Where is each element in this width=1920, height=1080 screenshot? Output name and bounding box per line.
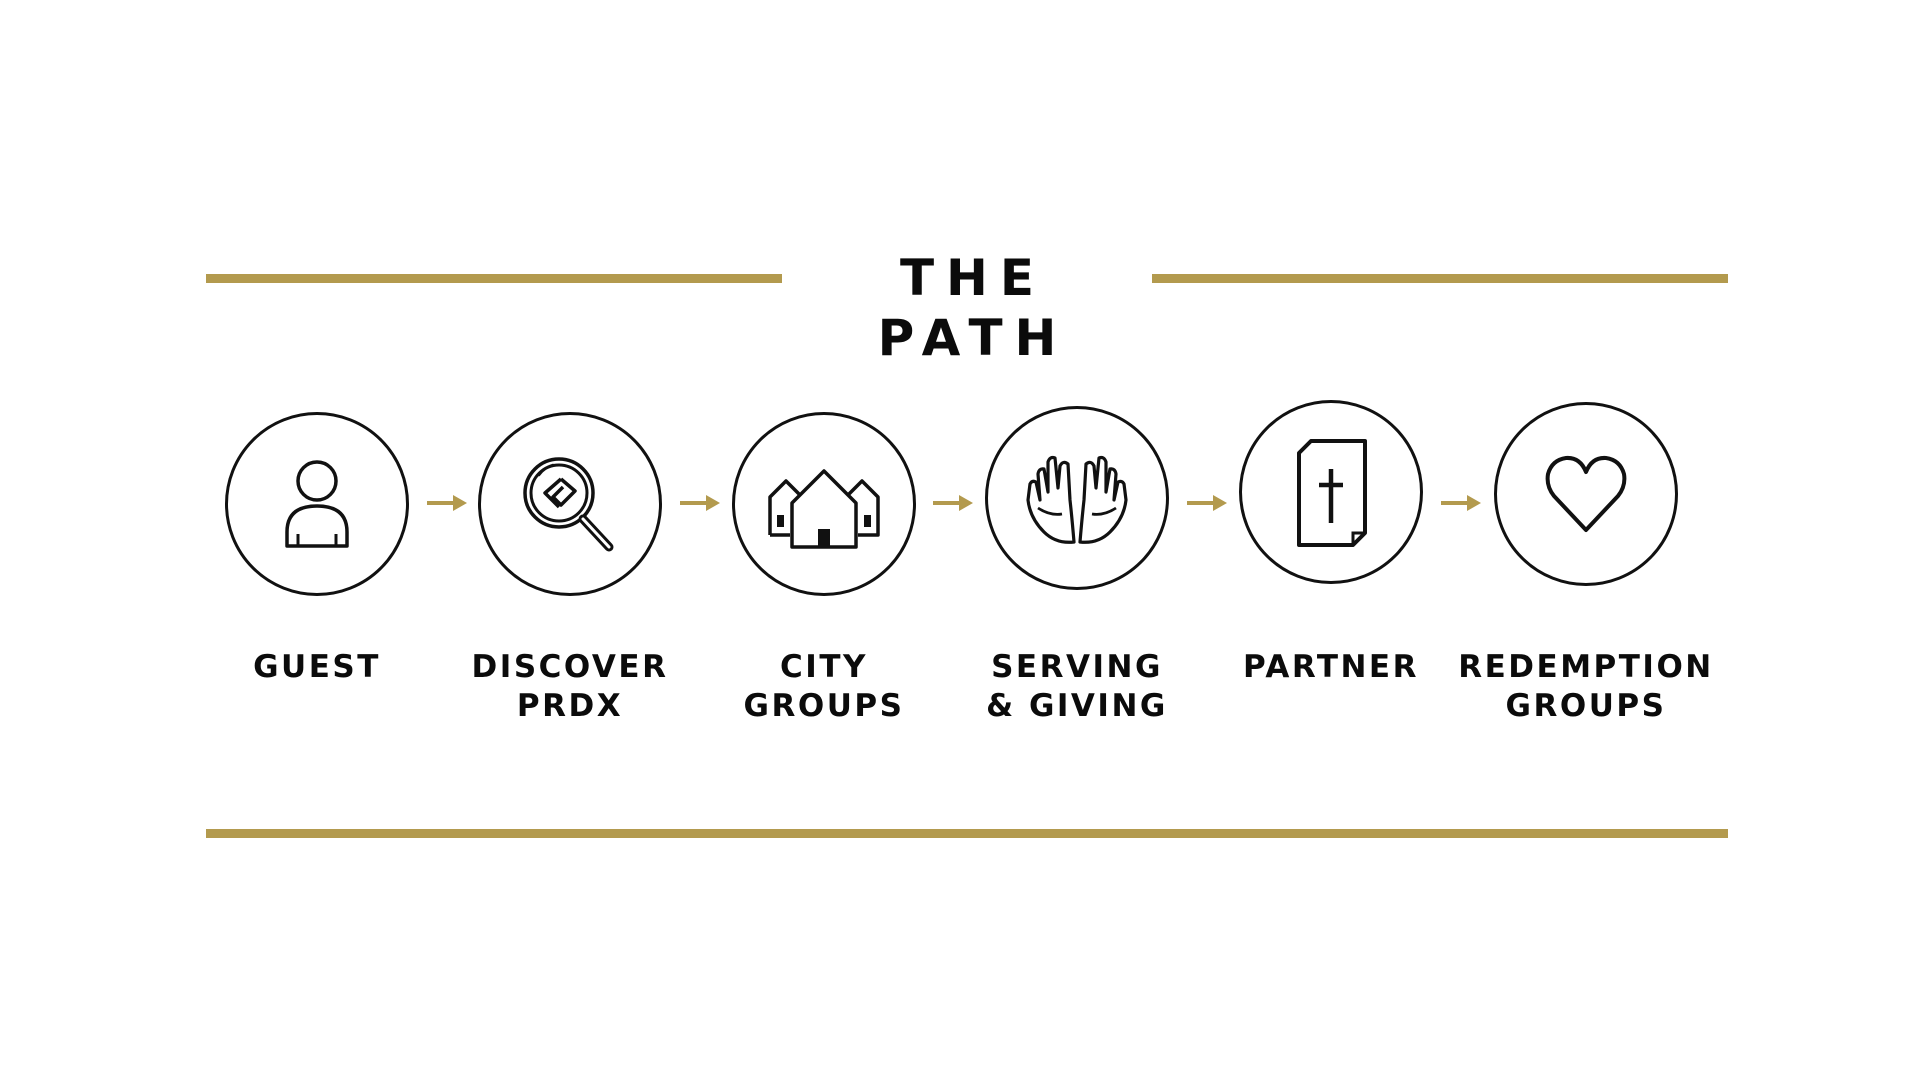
step-label-partner: PARTNER [1201, 648, 1461, 687]
step-label-city-groups: CITY GROUPS [694, 648, 954, 726]
step-label-line: & GIVING [986, 688, 1168, 724]
houses-icon [768, 469, 880, 549]
step-circle-city-groups [732, 412, 916, 596]
step-label-line: PARTNER [1243, 649, 1419, 685]
person-icon [285, 460, 349, 548]
open-hands-icon [1026, 455, 1128, 544]
bible-cross-icon [1297, 439, 1367, 547]
arrow-icon [680, 495, 720, 511]
step-label-line: GROUPS [743, 688, 905, 724]
step-label-guest: GUEST [187, 648, 447, 687]
top-left-rule [206, 274, 782, 283]
step-circle-partner [1239, 400, 1423, 584]
bottom-rule [206, 829, 1728, 838]
arrow-icon [1187, 495, 1227, 511]
step-label-serving-giving: SERVING & GIVING [947, 648, 1207, 726]
top-right-rule [1152, 274, 1728, 283]
arrow-icon [933, 495, 973, 511]
step-label-line: GROUPS [1505, 688, 1667, 724]
step-label-line: CITY [780, 649, 868, 685]
step-circle-discover-prdx [478, 412, 662, 596]
step-label-line: REDEMPTION [1458, 649, 1714, 685]
arrow-icon [1441, 495, 1481, 511]
step-label-redemption-groups: REDEMPTION GROUPS [1456, 648, 1716, 726]
step-circle-redemption-groups [1494, 402, 1678, 586]
diagram-title: THE PATH [877, 249, 1069, 367]
heart-icon [1545, 455, 1627, 532]
step-label-line: GUEST [253, 649, 381, 685]
step-circle-guest [225, 412, 409, 596]
step-label-line: SERVING [991, 649, 1163, 685]
step-circle-serving-giving [985, 406, 1169, 590]
magnifier-logo-icon [523, 457, 614, 552]
step-label-line: PRDX [516, 688, 624, 724]
step-label-discover-prdx: DISCOVER PRDX [440, 648, 700, 726]
arrow-icon [427, 495, 467, 511]
step-label-line: DISCOVER [471, 649, 669, 685]
